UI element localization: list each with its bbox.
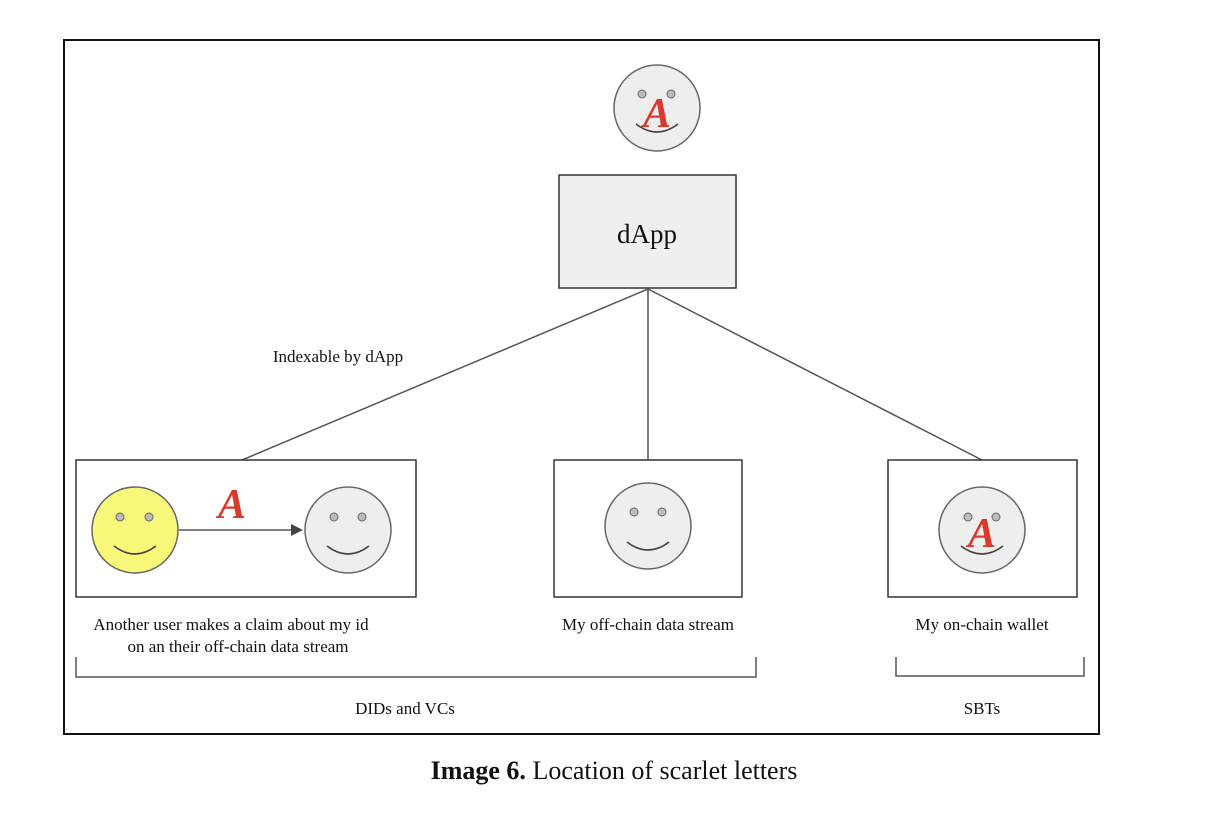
middle-node [553, 459, 743, 598]
right-node-caption: My on-chain wallet [915, 615, 1048, 634]
right-group-label: SBTs [964, 699, 1001, 718]
right-group-bracket [895, 657, 1085, 677]
dapp-node: dApp [558, 174, 737, 289]
scarlet-letter-icon: A [965, 511, 996, 557]
other-user-face [91, 486, 179, 574]
left-node: A [75, 459, 417, 598]
edges [241, 288, 983, 461]
my-data-stream-face [604, 482, 692, 570]
left-node-caption-line2: on an their off-chain data stream [127, 637, 348, 656]
my-wallet-face [938, 486, 1026, 574]
diagram-frame [63, 39, 1100, 735]
middle-node-caption: My off-chain data stream [562, 615, 734, 634]
dapp-node-label: dApp [617, 219, 677, 249]
edge-to-left [241, 288, 649, 461]
scarlet-letter-icon: A [640, 91, 671, 137]
my-id-face [304, 486, 392, 574]
figure-caption-text: Location of scarlet letters [525, 756, 798, 785]
figure-caption: Image 6. Location of scarlet letters [0, 756, 1228, 786]
scarlet-letter-icon: A [215, 482, 246, 528]
left-group-label: DIDs and VCs [355, 699, 455, 718]
edge-to-right [647, 288, 983, 461]
left-node-caption-line1: Another user makes a claim about my id [93, 615, 369, 634]
edge-label: Indexable by dApp [273, 347, 403, 366]
claim-arrow-icon [179, 524, 303, 536]
right-node: A [887, 459, 1078, 598]
figure-caption-number: Image 6. [430, 756, 526, 785]
top-avatar-face: A [613, 64, 701, 152]
left-group-bracket [75, 657, 757, 678]
